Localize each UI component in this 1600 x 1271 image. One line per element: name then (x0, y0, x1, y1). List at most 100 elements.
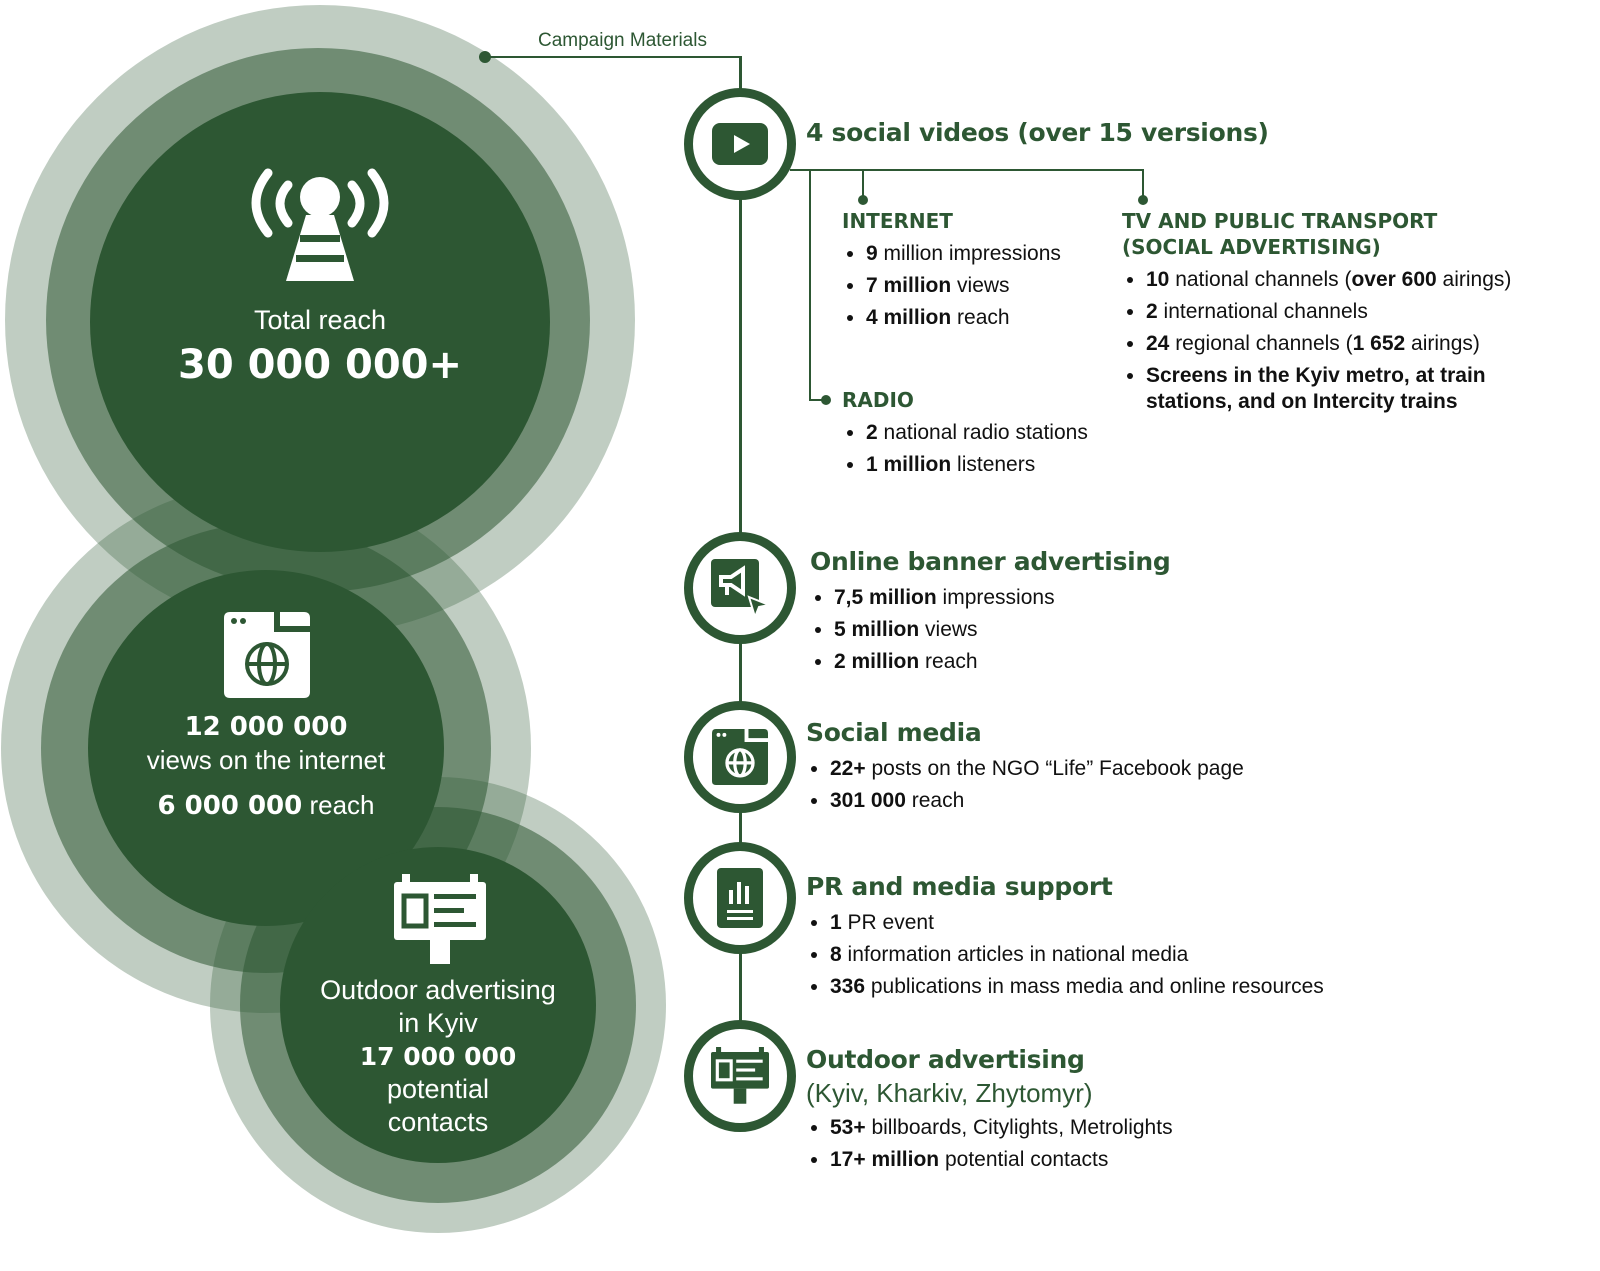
item-value: 1 (830, 911, 842, 934)
item-value: 301 000 (830, 789, 906, 812)
total-reach-label: Total reach (253, 305, 387, 335)
item-text: posts on the NGO “Life” Facebook page (865, 757, 1244, 780)
item-value: 7,5 million (834, 586, 937, 609)
internet-reach-label: reach (302, 790, 375, 820)
item-text: national radio stations (877, 421, 1088, 444)
item-value: 2 (1146, 300, 1158, 323)
list-item: 5 million views (834, 617, 1334, 643)
outdoor-subtitle: (Kyiv, Kharkiv, Zhytomyr) (806, 1078, 1093, 1108)
outdoor-kyiv-value: 17 000 000 (359, 1042, 517, 1071)
list-item: 336 publications in mass media and onlin… (830, 974, 1530, 1000)
tv-subtitle: TV AND PUBLIC TRANSPORT(SOCIAL ADVERTISI… (1122, 208, 1437, 260)
banner-title: Online banner advertising (810, 547, 1171, 576)
item-text: reach (919, 650, 978, 673)
connector-line (485, 56, 741, 58)
item-value: 1 652 (1352, 332, 1406, 355)
list-item: 10 national channels (over 600 airings) (1146, 267, 1566, 293)
list-item: 2 million reach (834, 649, 1334, 675)
radio-list: 2 national radio stations 1 million liste… (842, 420, 1096, 484)
item-text: reach (951, 306, 1010, 329)
tv-list: 10 national channels (over 600 airings) 2… (1122, 267, 1566, 421)
social-icon-circle (684, 701, 796, 813)
branch-tv (1142, 169, 1144, 199)
item-text: airings) (1405, 332, 1480, 355)
internet-views-value: 12 000 000 (184, 712, 348, 742)
outdoor-kyiv-text: Outdoor advertising in Kyiv 17 000 000 p… (280, 974, 596, 1139)
outdoor-title: Outdoor advertising (806, 1045, 1085, 1074)
item-value: Screens in the Kyiv metro, at train stat… (1146, 364, 1486, 413)
item-text: views (919, 618, 978, 641)
item-value: 5 million (834, 618, 920, 641)
branch-dot (858, 195, 868, 205)
item-text: potential contacts (939, 1148, 1109, 1171)
internet-views-label: views on the internet (146, 745, 386, 775)
item-value: 53+ (830, 1116, 866, 1139)
list-item: 24 regional channels (1 652 airings) (1146, 331, 1566, 357)
list-item: 7,5 million impressions (834, 585, 1334, 611)
item-text: national channels ( (1169, 268, 1352, 291)
social-title: Social media (806, 718, 982, 747)
list-item: 2 international channels (1146, 299, 1566, 325)
item-text: views (951, 274, 1010, 297)
total-reach-circle (90, 92, 550, 552)
item-value: 2 million (834, 650, 920, 673)
item-value: over 600 (1351, 268, 1437, 291)
branch-dot (1138, 195, 1148, 205)
pr-icon-circle (684, 842, 796, 954)
list-item: 8 information articles in national media (830, 942, 1530, 968)
browser-globe-icon (712, 729, 768, 785)
play-video-icon (712, 123, 768, 165)
list-item: 2 national radio stations (866, 420, 1096, 446)
item-value: 17+ million (830, 1148, 940, 1171)
internet-subtitle: INTERNET (842, 209, 953, 233)
outdoor-kyiv-contacts: contacts (387, 1107, 489, 1137)
branch-line (790, 169, 1144, 171)
tv-subtitle-line1: TV AND PUBLIC TRANSPORT (1122, 209, 1438, 233)
list-item: 22+ posts on the NGO “Life” Facebook pag… (830, 756, 1530, 782)
internet-reach: 6 000 000 reach (88, 790, 444, 821)
list-item: 1 million listeners (866, 452, 1096, 478)
billboard-icon (711, 1047, 769, 1104)
branch-internet (862, 169, 864, 199)
outdoor-list: 53+ billboards, Citylights, Metrolights 1… (806, 1115, 1530, 1179)
item-text: impressions (936, 586, 1055, 609)
report-chart-icon (717, 868, 763, 928)
pr-list: 1 PR event 8 information articles in nati… (806, 910, 1530, 1006)
item-text: billboards, Citylights, Metrolights (865, 1116, 1173, 1139)
megaphone-cursor-icon (711, 559, 771, 619)
browser-globe-icon (224, 612, 310, 698)
campaign-materials-label: Campaign Materials (538, 30, 707, 51)
internet-list: 9 million impressions 7 million views 4 mi… (842, 241, 1096, 337)
item-text: international channels (1157, 300, 1368, 323)
item-value: 7 million (866, 274, 952, 297)
item-value: 9 (866, 242, 878, 265)
item-value: 24 (1146, 332, 1170, 355)
internet-reach-value: 6 000 000 (157, 791, 303, 821)
list-item: 4 million reach (866, 305, 1096, 331)
banner-icon-circle (684, 532, 796, 644)
branch-dot (821, 395, 831, 405)
outdoor-icon-circle (684, 1020, 796, 1132)
item-text: airings) (1436, 268, 1512, 291)
tv-subtitle-line2: (SOCIAL ADVERTISING) (1122, 235, 1381, 259)
branch-radio (809, 169, 811, 401)
banner-list: 7,5 million impressions 5 million views 2 … (810, 585, 1334, 681)
item-text: information articles in national media (841, 943, 1189, 966)
social-list: 22+ posts on the NGO “Life” Facebook pag… (806, 756, 1530, 820)
list-item: 53+ billboards, Citylights, Metrolights (830, 1115, 1530, 1141)
list-item: 9 million impressions (866, 241, 1096, 267)
videos-title: 4 social videos (over 15 versions) (806, 118, 1269, 147)
list-item: Screens in the Kyiv metro, at train stat… (1146, 363, 1566, 415)
branch-radio-h (809, 399, 825, 401)
outdoor-kyiv-city: in Kyiv (398, 1008, 478, 1038)
item-text: publications in mass media and online re… (865, 975, 1324, 998)
item-text: PR event (841, 911, 934, 934)
videos-icon-circle (684, 88, 796, 200)
list-item: 17+ million potential contacts (830, 1147, 1530, 1173)
list-item: 7 million views (866, 273, 1096, 299)
item-value: 8 (830, 943, 842, 966)
item-value: 2 (866, 421, 878, 444)
list-item: 1 PR event (830, 910, 1530, 936)
list-item: 301 000 reach (830, 788, 1530, 814)
